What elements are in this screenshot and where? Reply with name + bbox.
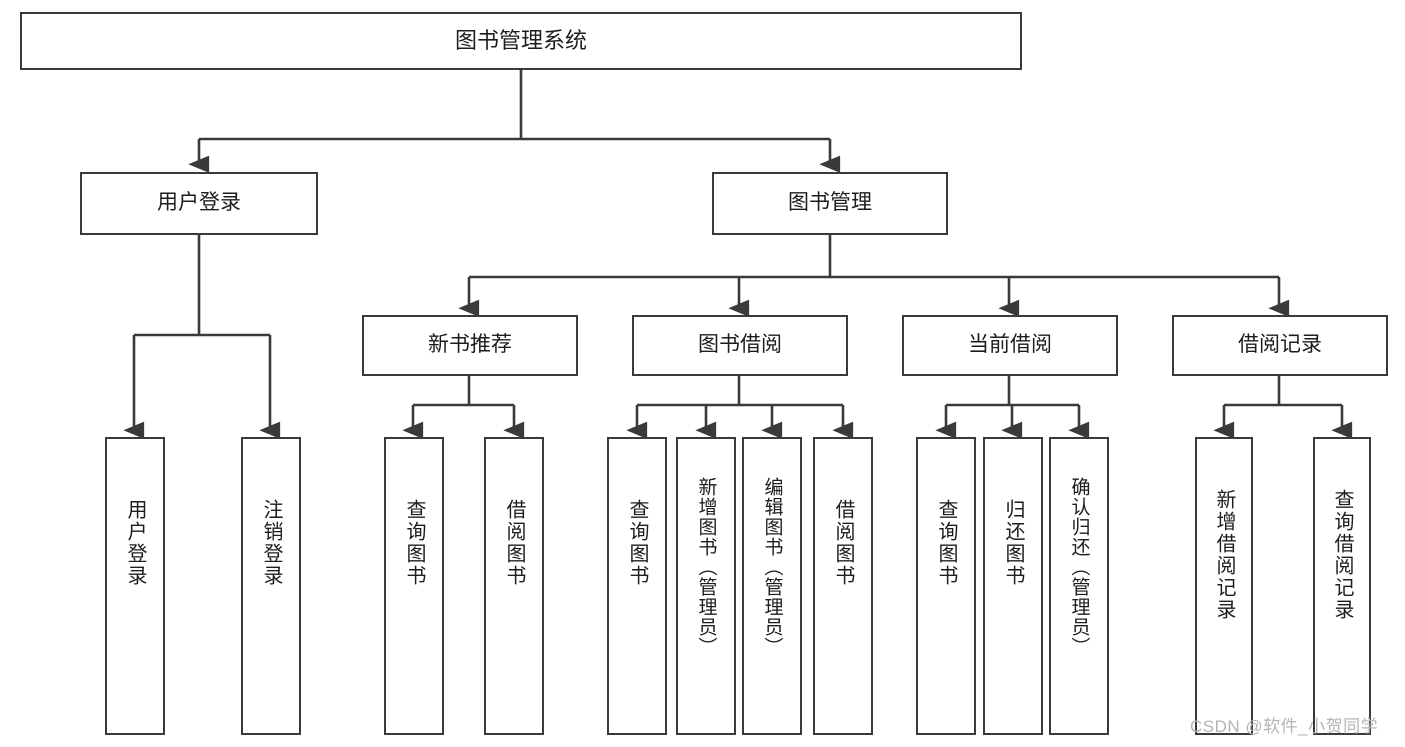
node-borrowing-record[interactable]: 借阅记录 — [1172, 315, 1388, 376]
node-new-book-recommendation[interactable]: 新书推荐 — [362, 315, 578, 376]
node-label: 编辑图书（管理员） — [761, 477, 783, 657]
node-label: 归还图书 — [1002, 499, 1024, 587]
node-label: 查询借阅记录 — [1331, 489, 1353, 621]
node-label: 用户登录 — [124, 499, 146, 587]
node-label: 图书管理系统 — [454, 28, 587, 54]
node-label: 新书推荐 — [428, 333, 512, 357]
node-user-login[interactable]: 用户登录 — [80, 172, 318, 235]
node-current-borrowing[interactable]: 当前借阅 — [902, 315, 1118, 376]
leaf-query-borrow-record[interactable]: 查询借阅记录 — [1313, 437, 1371, 735]
leaf-logout[interactable]: 注销登录 — [241, 437, 301, 735]
leaf-query-books-borrow[interactable]: 查询图书 — [607, 437, 667, 735]
leaf-confirm-return-admin[interactable]: 确认归还（管理员） — [1049, 437, 1109, 735]
node-label: 当前借阅 — [968, 333, 1052, 357]
leaf-return-books[interactable]: 归还图书 — [983, 437, 1043, 735]
node-label: 新增图书（管理员） — [695, 477, 717, 657]
node-label: 注销登录 — [260, 499, 282, 587]
node-label: 用户登录 — [157, 191, 241, 215]
node-label: 借阅图书 — [503, 499, 525, 587]
leaf-query-books-current[interactable]: 查询图书 — [916, 437, 976, 735]
leaf-add-book-admin[interactable]: 新增图书（管理员） — [676, 437, 736, 735]
node-label: 新增借阅记录 — [1213, 489, 1235, 621]
node-label: 借阅记录 — [1238, 333, 1322, 357]
node-label: 确认归还（管理员） — [1068, 477, 1090, 657]
node-label: 查询图书 — [935, 499, 957, 587]
leaf-add-borrow-record[interactable]: 新增借阅记录 — [1195, 437, 1253, 735]
leaf-user-login[interactable]: 用户登录 — [105, 437, 165, 735]
node-label: 图书管理 — [788, 191, 872, 215]
leaf-edit-book-admin[interactable]: 编辑图书（管理员） — [742, 437, 802, 735]
csdn-watermark: CSDN @软件_小贺同学 — [1190, 717, 1379, 736]
node-label: 图书借阅 — [698, 333, 782, 357]
node-book-management[interactable]: 图书管理 — [712, 172, 948, 235]
node-label: 查询图书 — [403, 499, 425, 587]
leaf-borrow-books-new-rec[interactable]: 借阅图书 — [484, 437, 544, 735]
leaf-borrow-books-borrow[interactable]: 借阅图书 — [813, 437, 873, 735]
node-label: 查询图书 — [626, 499, 648, 587]
node-root-book-management-system[interactable]: 图书管理系统 — [20, 12, 1022, 70]
leaf-query-books-new-rec[interactable]: 查询图书 — [384, 437, 444, 735]
node-label: 借阅图书 — [832, 499, 854, 587]
node-book-borrowing[interactable]: 图书借阅 — [632, 315, 848, 376]
